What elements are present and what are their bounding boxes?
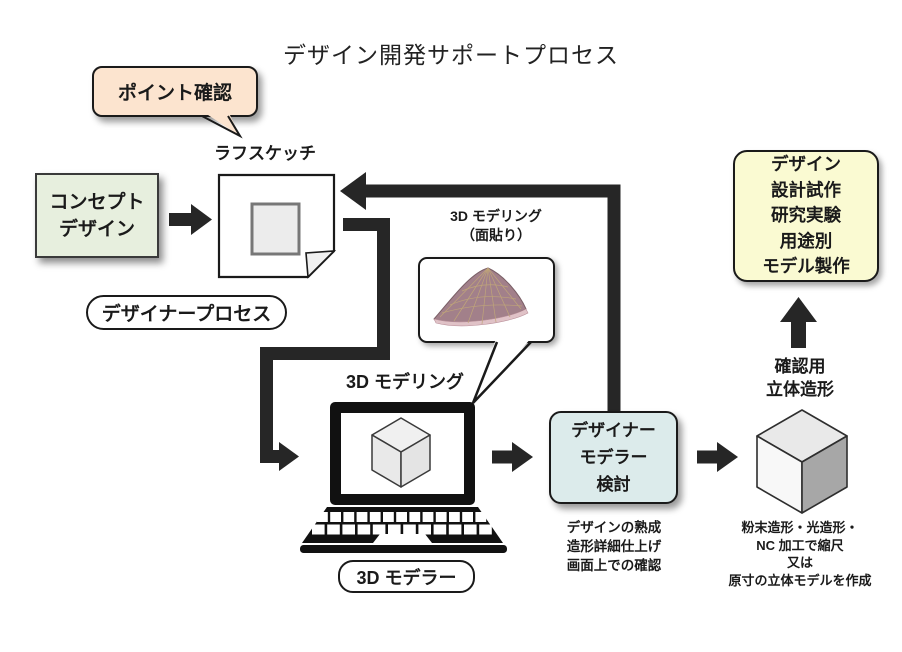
mesh-thumbnail xyxy=(433,267,529,327)
arrow-review-to-model xyxy=(697,442,738,472)
designer-modeler-review-box: デザイナー モデラー 検討 xyxy=(549,411,678,504)
model-fabrication-note: 粉末造形・光造形・ NC 加工で縮尺 又は 原寸の立体モデルを作成 xyxy=(728,520,872,588)
laptop-keys xyxy=(312,512,492,535)
sketch-square-icon xyxy=(250,202,301,256)
modeler-3d-label: 3D モデラー xyxy=(356,567,457,588)
confirm-model-label: 確認用 立体造形 xyxy=(766,357,834,399)
purpose-model-box: デザイン 設計試作 研究実験 用途別 モデル製作 xyxy=(733,150,879,282)
concept-design-box: コンセプト デザイン xyxy=(35,173,159,258)
modeling-3d-label: 3D モデリング xyxy=(345,372,464,392)
mesh-callout-box xyxy=(418,257,555,343)
arrow-concept-to-sketch xyxy=(169,204,212,235)
rough-sketch-label: ラフスケッチ xyxy=(214,144,316,163)
arrow-sketch-to-modeling xyxy=(260,218,390,471)
point-check-bubble: ポイント確認 xyxy=(92,66,258,117)
laptop-icon xyxy=(300,402,507,553)
sketch-paper-icon xyxy=(217,173,337,279)
page-title: デザイン開発サポートプロセス xyxy=(283,42,619,68)
designer-process-label: デザイナープロセス xyxy=(101,304,272,325)
arrow-laptop-to-review xyxy=(492,442,533,472)
physical-model-cube-icon xyxy=(756,409,848,514)
screen-cube-icon xyxy=(371,417,431,488)
designer-process-pill: デザイナープロセス xyxy=(86,295,287,330)
arrow-model-to-purpose xyxy=(780,297,817,348)
arrow-feedback-loop xyxy=(340,172,621,412)
modeler-3d-pill: 3D モデラー xyxy=(338,560,475,593)
review-note: デザインの熟成 造形詳細仕上げ 画面上での確認 xyxy=(566,520,662,573)
mesh-gridlines xyxy=(439,267,523,325)
laptop-touchpad xyxy=(373,534,432,543)
mesh-callout-label: 3D モデリング （面貼り） xyxy=(450,208,542,243)
point-check-label: ポイント確認 xyxy=(117,83,232,104)
